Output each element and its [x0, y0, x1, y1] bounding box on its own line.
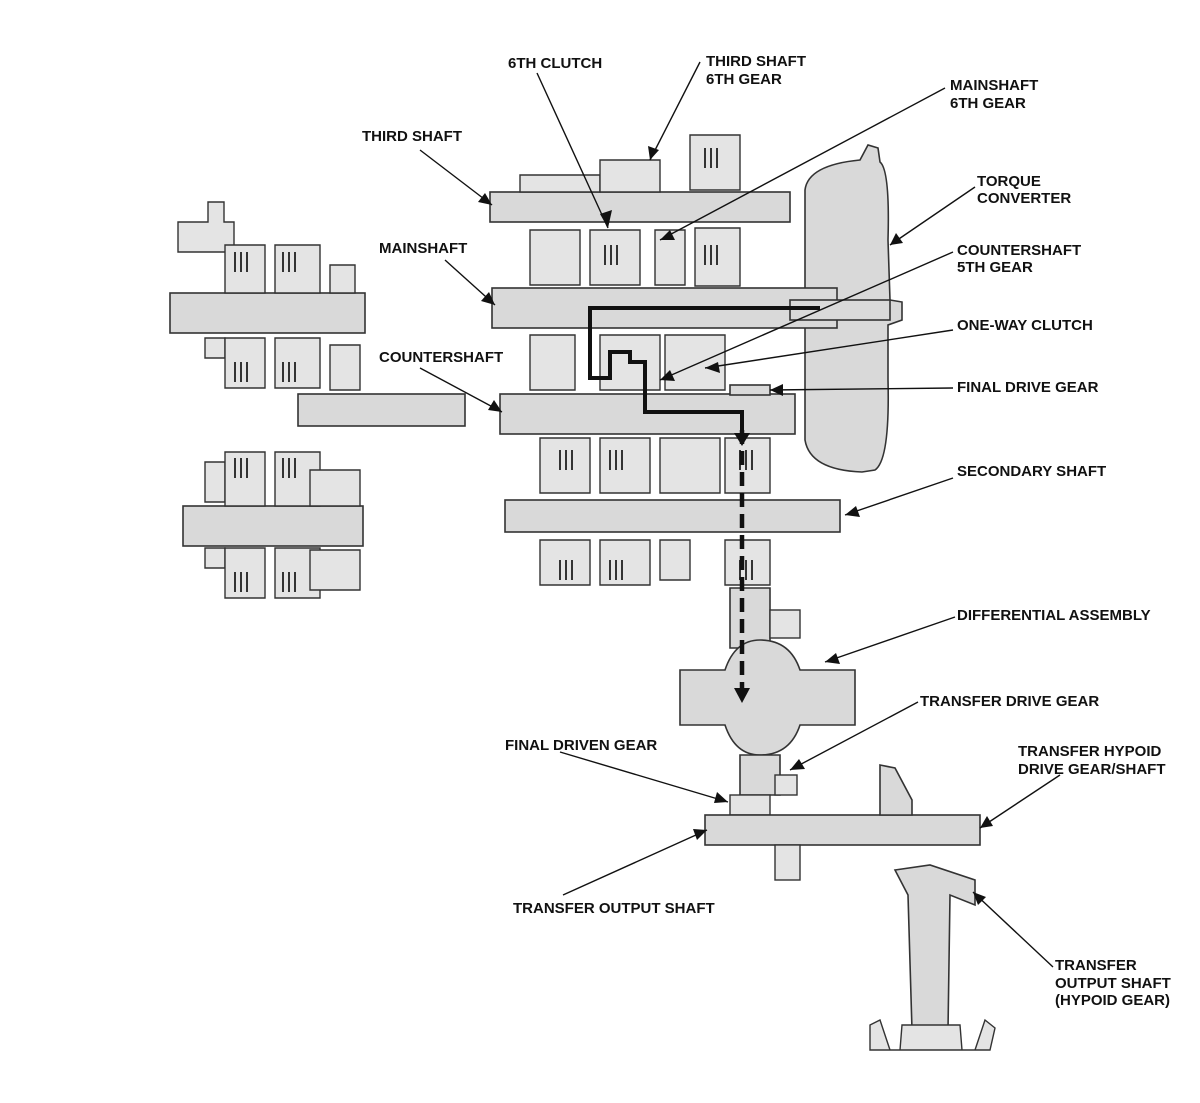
label-differential-assembly: DIFFERENTIAL ASSEMBLY — [957, 607, 1151, 624]
label-transfer-output-hypoid-line1: TRANSFER — [1055, 957, 1137, 974]
differential-transfer-assembly — [679, 587, 996, 1051]
label-mainshaft: MAINSHAFT — [379, 240, 467, 257]
label-mainshaft-6th-gear-line2: 6TH GEAR — [950, 95, 1026, 112]
left-shaft-assembly — [169, 201, 466, 599]
label-transfer-output-shaft: TRANSFER OUTPUT SHAFT — [513, 900, 715, 917]
transfer-output-shaft-body — [704, 814, 981, 846]
hypoid-gear — [893, 864, 976, 1031]
power-flow-path — [588, 306, 820, 703]
label-transfer-output-hypoid-line3: (HYPOID GEAR) — [1055, 992, 1170, 1009]
label-secondary-shaft: SECONDARY SHAFT — [957, 463, 1106, 480]
label-final-driven-gear: FINAL DRIVEN GEAR — [505, 737, 657, 754]
label-transfer-drive-gear: TRANSFER DRIVE GEAR — [920, 693, 1099, 710]
differential-case — [679, 639, 856, 756]
label-third-shaft: THIRD SHAFT — [362, 128, 462, 145]
part-labels: 6TH CLUTCH THIRD SHAFT 6TH GEAR MAINSHAF… — [362, 53, 1171, 1009]
label-final-drive-gear: FINAL DRIVE GEAR — [957, 379, 1099, 396]
label-third-shaft-6th-gear-line1: THIRD SHAFT — [706, 53, 806, 70]
label-6th-clutch: 6TH CLUTCH — [508, 55, 602, 72]
label-transfer-hypoid-line2: DRIVE GEAR/SHAFT — [1018, 761, 1166, 778]
label-one-way-clutch: ONE-WAY CLUTCH — [957, 317, 1093, 334]
secondary-shaft-body — [504, 499, 841, 533]
label-countershaft: COUNTERSHAFT — [379, 349, 503, 366]
label-torque-converter-line2: CONVERTER — [977, 190, 1071, 207]
leader-lines — [419, 61, 1061, 968]
label-countershaft-5th-gear-line2: 5TH GEAR — [957, 259, 1033, 276]
main-gear-assembly — [489, 134, 903, 586]
label-torque-converter-line1: TORQUE — [977, 173, 1041, 190]
label-transfer-output-hypoid-line2: OUTPUT SHAFT — [1055, 975, 1171, 992]
label-transfer-hypoid-line1: TRANSFER HYPOID — [1018, 743, 1162, 760]
label-countershaft-5th-gear-line1: COUNTERSHAFT — [957, 242, 1081, 259]
label-mainshaft-6th-gear-line1: MAINSHAFT — [950, 77, 1038, 94]
label-third-shaft-6th-gear-line2: 6TH GEAR — [706, 71, 782, 88]
